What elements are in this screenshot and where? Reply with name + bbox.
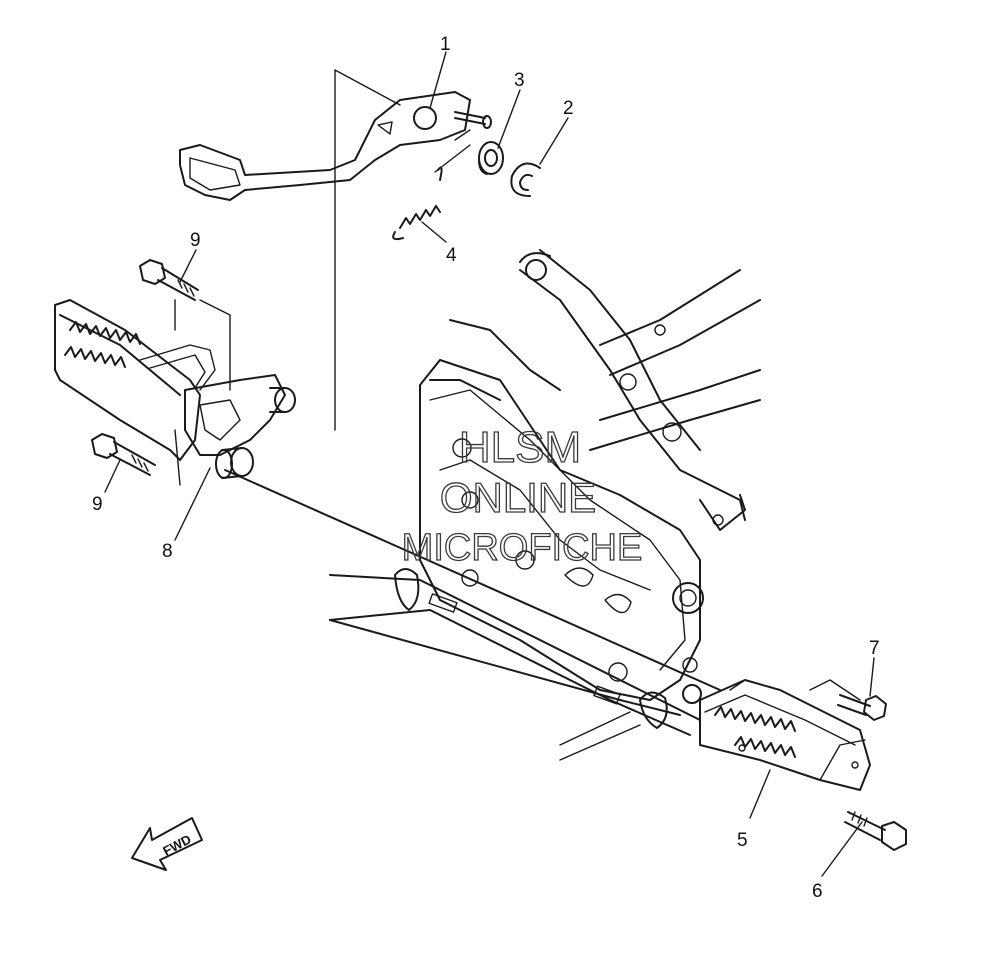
return-spring [392,129,471,241]
callout-9-upper: 9 [190,230,201,251]
watermark-line1: HLSM [459,423,581,472]
watermark: HLSM ONLINE MICROFICHE [401,422,643,569]
callout-7: 7 [869,638,880,659]
bolt-7 [837,694,887,721]
brake-pedal [179,91,492,201]
washer [478,141,504,175]
circlip [510,162,541,197]
bolt-upper-9 [139,259,199,301]
forward-direction-arrow: FWD [131,817,203,871]
callout-4: 4 [446,245,457,266]
callout-1: 1 [440,34,451,55]
callout-5: 5 [737,830,748,851]
reference-line-upper [334,69,401,431]
bolt-lower-9 [91,433,156,476]
callout-8: 8 [162,541,173,562]
leader-lines [104,51,875,877]
callout-3: 3 [514,70,525,91]
callout-2: 2 [563,98,574,119]
left-footrest-assembly [54,299,296,486]
callout-9-lower: 9 [92,494,103,515]
watermark-line2: ONLINE [440,474,596,521]
watermark-line3: MICROFICHE [402,527,643,569]
bolt-6 [844,811,907,851]
right-footrest [699,679,871,791]
callout-6: 6 [812,881,823,902]
frame [224,249,761,761]
